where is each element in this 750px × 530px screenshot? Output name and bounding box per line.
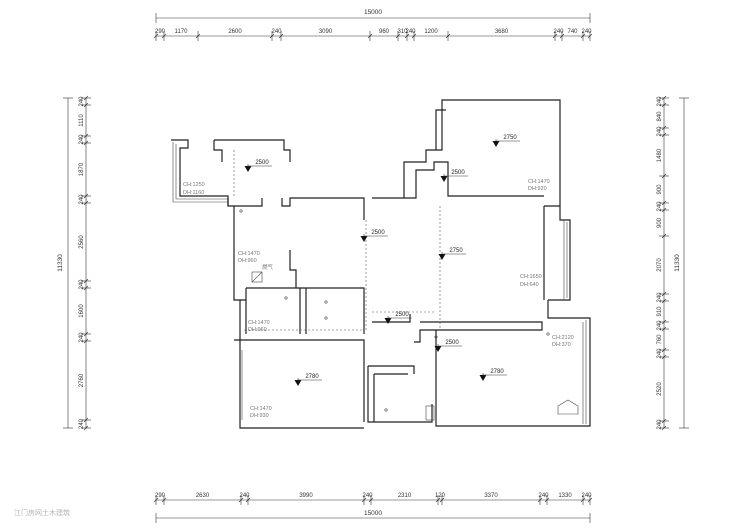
exterior-walls <box>171 99 591 429</box>
bottom-dimension-segment: 240 <box>538 493 549 499</box>
ceiling-level-triangle <box>492 141 500 147</box>
bottom-dimension-segment: 3370 <box>484 493 498 499</box>
right-dimension-segment: 240 <box>657 201 663 212</box>
right-dimension-segment: 910 <box>657 306 663 317</box>
ceiling-level-triangle <box>244 166 252 172</box>
gas-label: 燃气 <box>262 263 274 271</box>
ceiling-level-label: 2500 <box>371 230 385 236</box>
window-note-ch: CH:1470 <box>528 179 550 185</box>
right-total-dimension: 11330 <box>674 254 681 272</box>
bottom-dimension-segment: 1330 <box>558 493 572 499</box>
ceiling-level-markers: 2500 2750 2500 2500 2750 2500 2500 2780 2780 <box>244 135 520 386</box>
left-total-dimension: 11330 <box>57 254 64 272</box>
window-notes: CH:1250 DH:1160 CH:1470 DH:920 CH:1470 D… <box>183 179 574 419</box>
top-dimension-segment: 3680 <box>495 29 509 35</box>
left-dimension-segment: 240 <box>79 279 85 290</box>
ceiling-level-label: 2780 <box>305 374 319 380</box>
right-dimension-segment: 760 <box>657 334 663 345</box>
ceiling-level-triangle <box>384 318 392 324</box>
ceiling-level-triangle <box>434 346 442 352</box>
window-note-ch: CH:1250 <box>183 182 205 188</box>
top-dimension-segment: 960 <box>379 29 390 35</box>
ceiling-level-label: 2500 <box>451 170 465 176</box>
left-dimension-segment: 240 <box>79 418 85 429</box>
top-dimension-segment: 1170 <box>175 29 189 35</box>
bottom-dimension-segment: 2630 <box>196 493 210 499</box>
ceiling-level-label: 2500 <box>445 340 459 346</box>
ceiling-level-label: 2500 <box>255 160 269 166</box>
left-dimension-chain: 11330 240 1110 240 1870 240 2560 240 1600 240 276… <box>57 95 91 431</box>
left-dimension-segment: 240 <box>79 96 85 107</box>
right-dimension-segment: 240 <box>657 126 663 137</box>
left-dimension-segment: 1110 <box>79 114 85 127</box>
bottom-dimension-segment: 3990 <box>299 493 313 499</box>
top-dimension-segment: 310 <box>397 29 408 35</box>
watermark-text: 江门房网土木建筑 <box>14 510 70 517</box>
right-dimension-segment: 2070 <box>657 258 663 272</box>
beam-lines <box>233 150 441 331</box>
ceiling-level-triangle <box>360 236 368 242</box>
top-dimension-segment: 240 <box>581 29 592 35</box>
bottom-total-dimension: 15000 <box>364 510 382 517</box>
window-note-dh: DH:930 <box>250 413 269 419</box>
bottom-dimension-segment: 240 <box>239 493 250 499</box>
top-dimension-segment: 240 <box>553 29 564 35</box>
right-dimension-chain: 11330 240 840 240 1480 900 240 900 2070 240 910 24… <box>657 95 689 431</box>
right-dimension-segment: 900 <box>657 217 663 228</box>
bottom-dimension-chain: 15000 290 2630 240 3990 240 2310 120 3370 240 133… <box>153 493 593 523</box>
right-dimension-segment: 1480 <box>657 148 663 162</box>
ceiling-level-triangle <box>440 176 448 182</box>
right-dimension-segment: 2520 <box>657 382 663 396</box>
bottom-dimension-segment: 240 <box>581 493 592 499</box>
bottom-dimension-segment: 240 <box>362 493 373 499</box>
bottom-dimension-segment: 2310 <box>398 493 412 499</box>
left-dimension-segment: 1600 <box>79 304 85 318</box>
top-dimension-segment: 3090 <box>319 29 333 35</box>
window-note-dh: DH:640 <box>520 282 539 288</box>
left-dimension-segment: 240 <box>79 134 85 145</box>
top-total-dimension: 15000 <box>364 9 382 16</box>
left-dimension-segment: 2560 <box>79 235 85 249</box>
ceiling-level-triangle <box>479 375 487 381</box>
right-dimension-segment: 240 <box>657 96 663 107</box>
right-dimension-segment: 840 <box>657 111 663 122</box>
window-note-ch: CH:1470 <box>250 406 272 412</box>
left-dimension-segment: 2760 <box>79 373 85 387</box>
ceiling-level-triangle <box>438 254 446 260</box>
bottom-dimension-segment: 120 <box>435 493 446 499</box>
window-note-dh: DH:920 <box>528 186 547 192</box>
window-note-dh: DH:960 <box>238 258 257 264</box>
left-dimension-segment: 1870 <box>79 162 85 176</box>
top-dimension-segment: 240 <box>271 29 282 35</box>
left-dimension-segment: 240 <box>79 332 85 343</box>
window-note-dh: DH:1160 <box>183 190 204 196</box>
window-note-dh: DH:370 <box>552 342 571 348</box>
window-note-dh: DH:960 <box>248 327 267 333</box>
top-dimension-segment: 290 <box>155 29 166 35</box>
window-note-ch: CH:1470 <box>248 320 270 326</box>
right-dimension-segment: 240 <box>657 348 663 359</box>
fixtures <box>239 209 579 421</box>
right-dimension-segment: 240 <box>657 292 663 303</box>
right-dimension-segment: 240 <box>657 419 663 430</box>
ceiling-level-label: 2750 <box>449 248 463 254</box>
top-dimension-segment: 740 <box>567 29 578 35</box>
ceiling-level-label: 2780 <box>490 369 504 375</box>
right-dimension-segment: 240 <box>657 320 663 331</box>
top-dimension-segment: 2600 <box>228 29 242 35</box>
window-note-ch: CH:2120 <box>552 335 574 341</box>
ceiling-level-triangle <box>294 380 302 386</box>
window-note-ch: CH:1650 <box>520 274 542 280</box>
bottom-dimension-segment: 290 <box>155 493 166 499</box>
ceiling-level-label: 2500 <box>395 312 409 318</box>
ceiling-level-label: 2750 <box>503 135 517 141</box>
window-note-ch: CH:1470 <box>238 251 260 257</box>
left-dimension-segment: 240 <box>79 194 85 205</box>
right-dimension-segment: 900 <box>657 184 663 195</box>
top-dimension-segment: 240 <box>405 29 416 35</box>
top-dimension-segment: 1200 <box>424 29 438 35</box>
